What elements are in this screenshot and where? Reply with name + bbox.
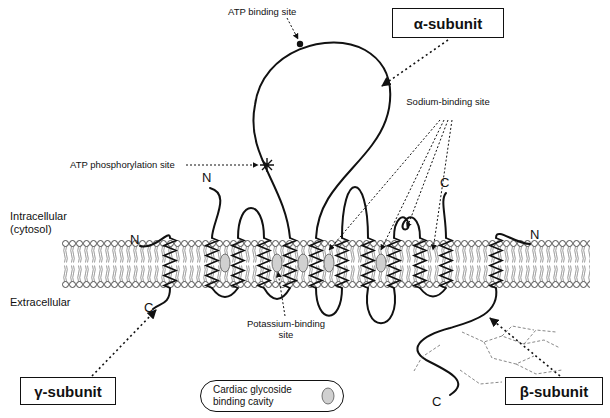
terminus-label: C — [144, 302, 153, 313]
site-label: ATP phosphorylation site — [70, 159, 175, 170]
cavity-oval — [322, 388, 334, 404]
node-text: γ-subunit — [34, 383, 102, 400]
cavity-box: Cardiac glycoside binding cavity — [200, 380, 344, 412]
site-label: Sodium-binding site — [406, 96, 490, 107]
terminus-label: N — [202, 172, 211, 183]
site-label: ATP binding site — [228, 6, 296, 17]
protein-chain — [140, 42, 530, 395]
atp-binding-dot — [297, 41, 303, 47]
node-text: α-subunit — [414, 15, 482, 32]
node-text: β-subunit — [520, 383, 588, 400]
subunit-box: β-subunit — [505, 377, 603, 405]
subunit-box: α-subunit — [392, 8, 504, 38]
site-label: Potassium-binding site — [244, 318, 328, 340]
ion-ovals — [220, 254, 386, 272]
glycosylation-tree — [414, 326, 562, 384]
side-label: Intracellular (cytosol) — [10, 210, 88, 236]
leader-arrows — [92, 18, 560, 376]
subunit-box: γ-subunit — [20, 377, 116, 405]
terminus-label: N — [130, 234, 139, 245]
node-text: Cardiac glycoside binding cavity — [213, 384, 317, 408]
side-label: Extracellular — [10, 296, 71, 309]
phosphorylation-star — [260, 158, 274, 172]
terminus-label: N — [530, 229, 539, 240]
terminus-label: C — [432, 396, 441, 407]
terminus-label: C — [440, 177, 449, 188]
